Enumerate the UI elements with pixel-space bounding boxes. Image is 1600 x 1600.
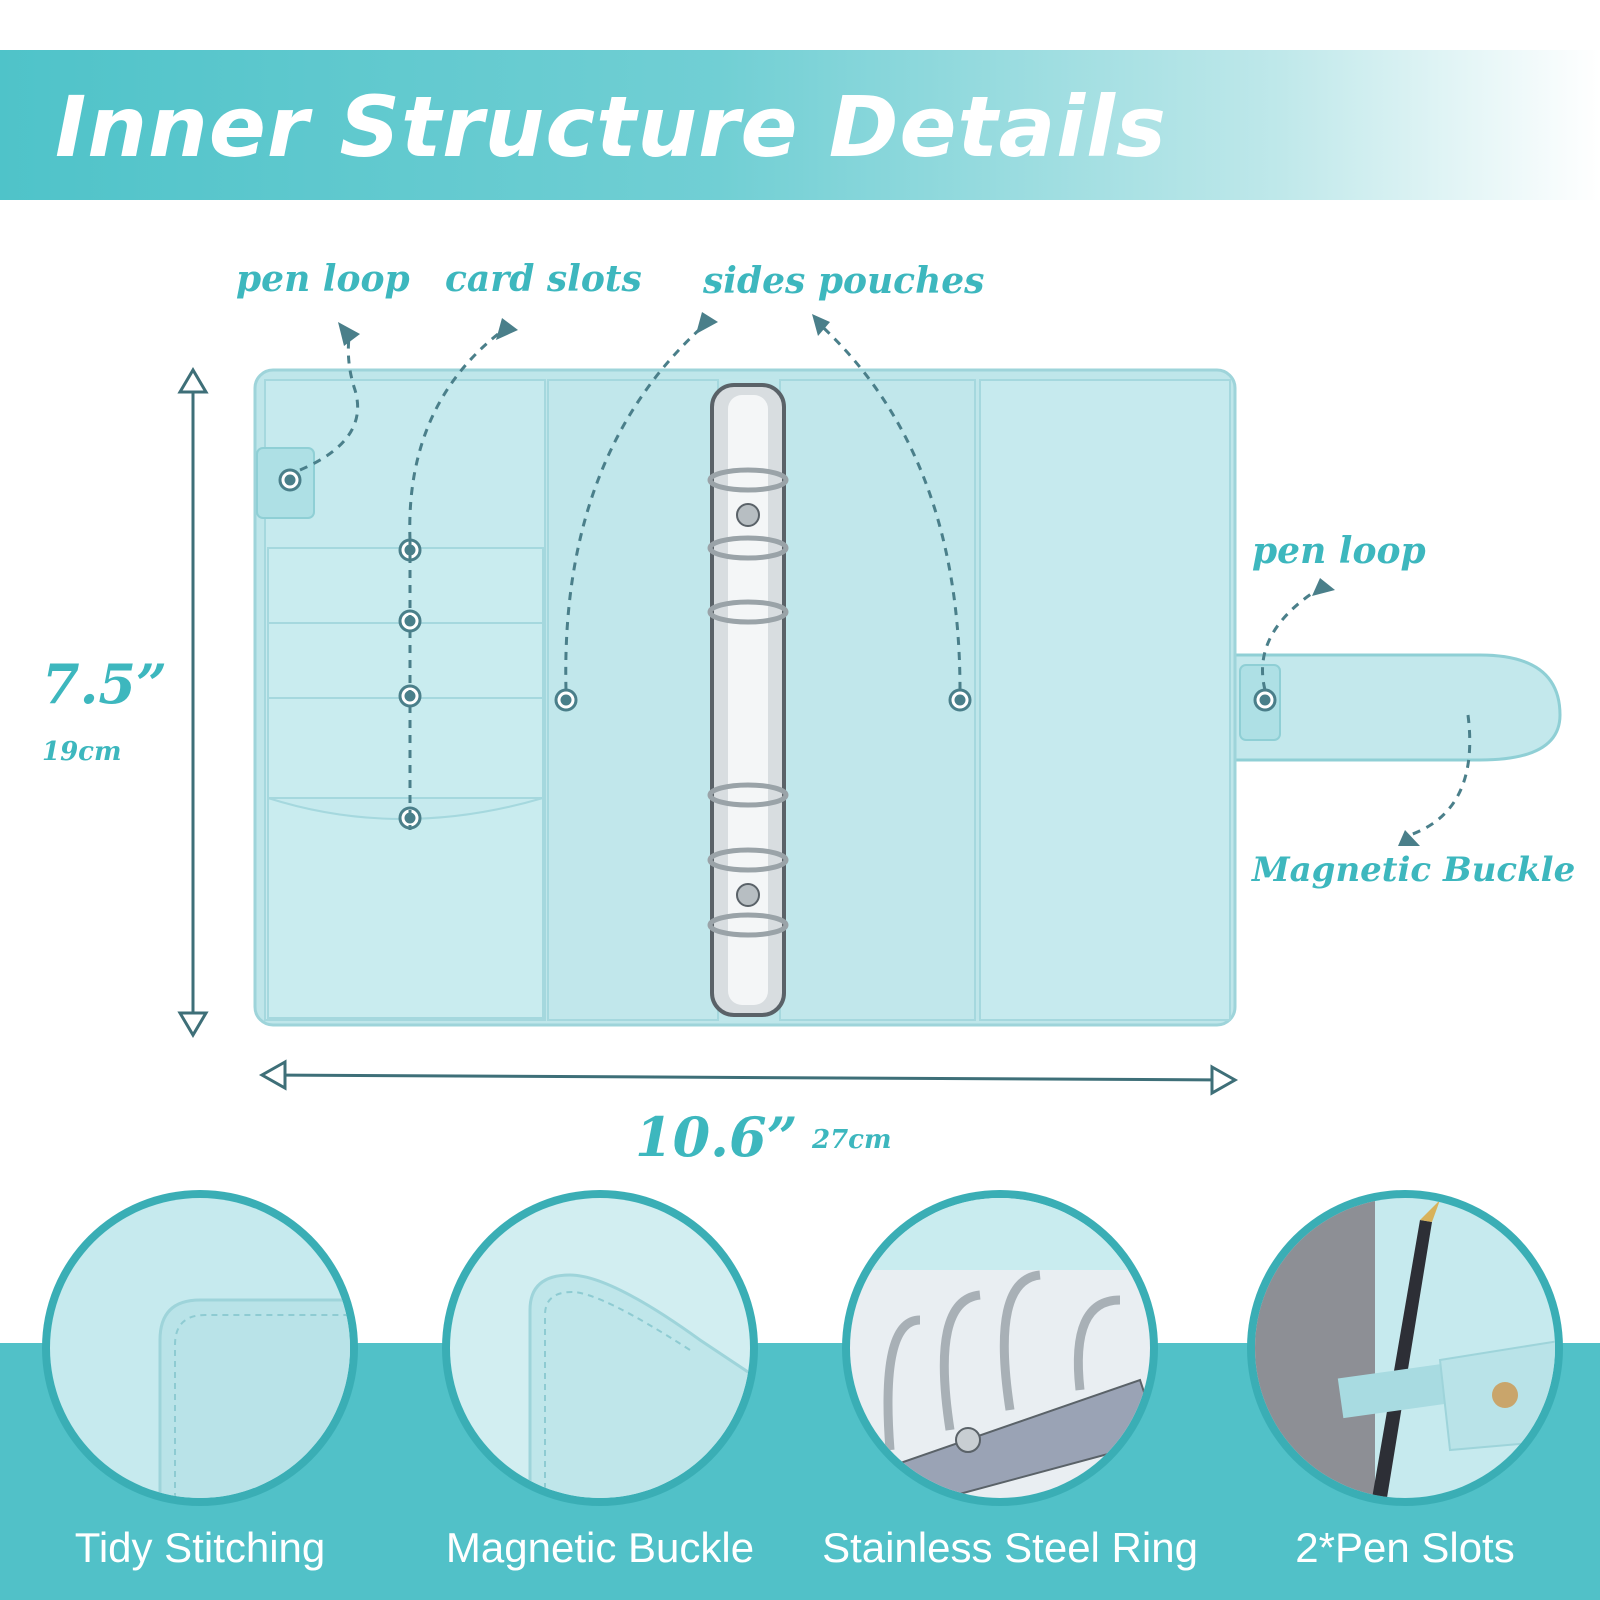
binder-rings — [707, 467, 789, 938]
width-inches: 10.6” — [635, 1105, 798, 1169]
width-dimension-arrow — [258, 1059, 1239, 1096]
card-slots — [267, 547, 544, 1019]
callout-card-slots: card slots — [445, 258, 642, 300]
callout-magnetic-buckle: Magnetic Buckle — [1252, 850, 1576, 890]
feature-label-pen-slots: 2*Pen Slots — [1295, 1524, 1515, 1571]
callout-pen-loop-left: pen loop — [236, 258, 410, 300]
feature-label-steel-ring: Stainless Steel Ring — [822, 1524, 1198, 1571]
feature-label-magnetic-buckle: Magnetic Buckle — [445, 1524, 755, 1571]
feature-label-tidy-stitching: Tidy Stitching — [74, 1524, 326, 1571]
arrow-heads — [338, 312, 1420, 846]
width-cm: 27cm — [812, 1125, 892, 1155]
right-panel — [979, 379, 1231, 1021]
page-title: Inner Structure Details — [55, 78, 1167, 176]
magnetic-strap — [1218, 653, 1562, 762]
height-inches: 7.5” — [42, 652, 168, 716]
title-banner — [0, 50, 1600, 200]
callout-side-pouches: sides pouches — [703, 260, 985, 302]
height-cm: 19cm — [42, 737, 122, 767]
callout-arrows — [299, 318, 1472, 837]
middle-right-pouch — [779, 379, 976, 1021]
callout-pen-loop-right: pen loop — [1252, 530, 1426, 572]
height-dimension-arrow — [177, 367, 209, 1038]
